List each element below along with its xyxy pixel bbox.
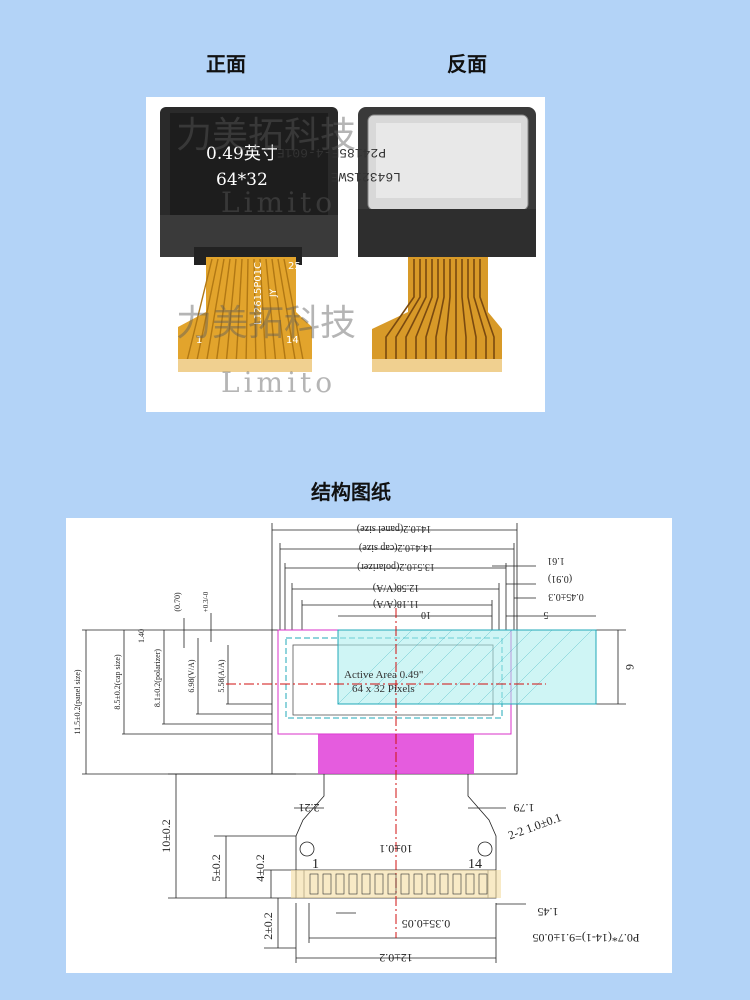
watermark-en-top: Limito [221,186,336,219]
front-module: 0.49英寸 64*32 L12615P01C JY 25 1 14 [160,107,338,372]
dim-fpc-width: 12±0.2 [379,951,413,965]
fpc-pin-14: 14 [468,857,482,872]
fpc-pin-1-label: 1 [196,335,202,346]
dim-panel-width: 14±0.2(panel size) [357,523,431,534]
dim-va-width: 12.58(V/A) [373,582,419,593]
dim-five: 5 [544,609,549,620]
dim-045: 0.45±0.3 [548,591,584,602]
product-photo: 0.49英寸 64*32 L12615P01C JY 25 1 14 [146,97,545,412]
dim-aa-height: 5.58(A/A) [217,659,226,692]
dim-fpc-length: 10±0.2 [159,819,173,853]
active-area-pixels: 64 x 32 Pixels [352,683,415,695]
back-module: P24185E-4-601E L64321SWE [277,107,536,372]
dim-145: 1.45 [538,905,559,919]
dim-two-mm: 2±0.2 [261,912,275,940]
dim-six: 6 [623,664,637,670]
dim-140: 1.40 [137,629,146,643]
dim-polarizer-height: 8.1±0.2(polarizer) [153,649,162,707]
active-area-label: Active Area 0.49" [344,669,423,681]
dim-va-height: 6.98(V/A) [187,659,196,692]
back-label-2: L64321SWE [331,169,401,184]
dim-cap-height: 8.5±0.2(cap size) [113,654,122,710]
back-view-heading: 反面 [447,52,487,76]
dim-polarizer-width: 13.5±0.2(polarizer) [357,561,435,572]
dim-161: 1.61 [547,555,565,566]
structure-drawing: 14±0.2(panel size) 14.4±0.2(cap size) 13… [66,518,672,973]
dim-hole-pitch: 10±0.1 [379,842,413,856]
dim-pin-pitch: 0.35±0.05 [402,917,451,931]
dim-panel-height: 11.5±0.2(panel size) [73,669,82,735]
dim-221: 2.21 [299,801,320,815]
resolution-text: 64*32 [216,170,268,190]
dim-pitch-formula: P0.7*(14-1)=9.1±0.05 [532,931,639,945]
fpc-sub-label: JY [269,288,279,298]
dim-five-mm: 5±0.2 [209,854,223,882]
dim-091: (0.91) [548,573,572,584]
fpc-pin-14-label: 14 [286,335,299,346]
back-label-1: P24185E-4-601E [277,145,386,160]
dim-179: 1.79 [514,801,535,815]
front-view-heading: 正面 [206,52,246,76]
fpc-pin-1: 1 [312,857,319,872]
dim-070: (0.70) [173,592,182,612]
structure-drawing-heading: 结构图纸 [311,480,391,504]
watermark-cn-bottom: 力美拓科技 [176,303,356,344]
dim-four-mm: 4±0.2 [253,854,267,882]
fpc-pin-25-label: 25 [288,261,301,272]
dim-tolerance: +0.3/-0 [202,591,210,612]
watermark-en-bottom: Limito [221,366,336,399]
dim-ten: 10 [421,609,431,620]
fpc-part-number: L12615P01C [253,262,264,325]
watermark-cn-top: 力美拓科技 [176,115,356,156]
dim-aa-width: 11.18(A/A) [373,598,419,609]
dim-cap-width: 14.4±0.2(cap size) [359,542,433,553]
screen-size-text: 0.49英寸 [206,144,278,164]
